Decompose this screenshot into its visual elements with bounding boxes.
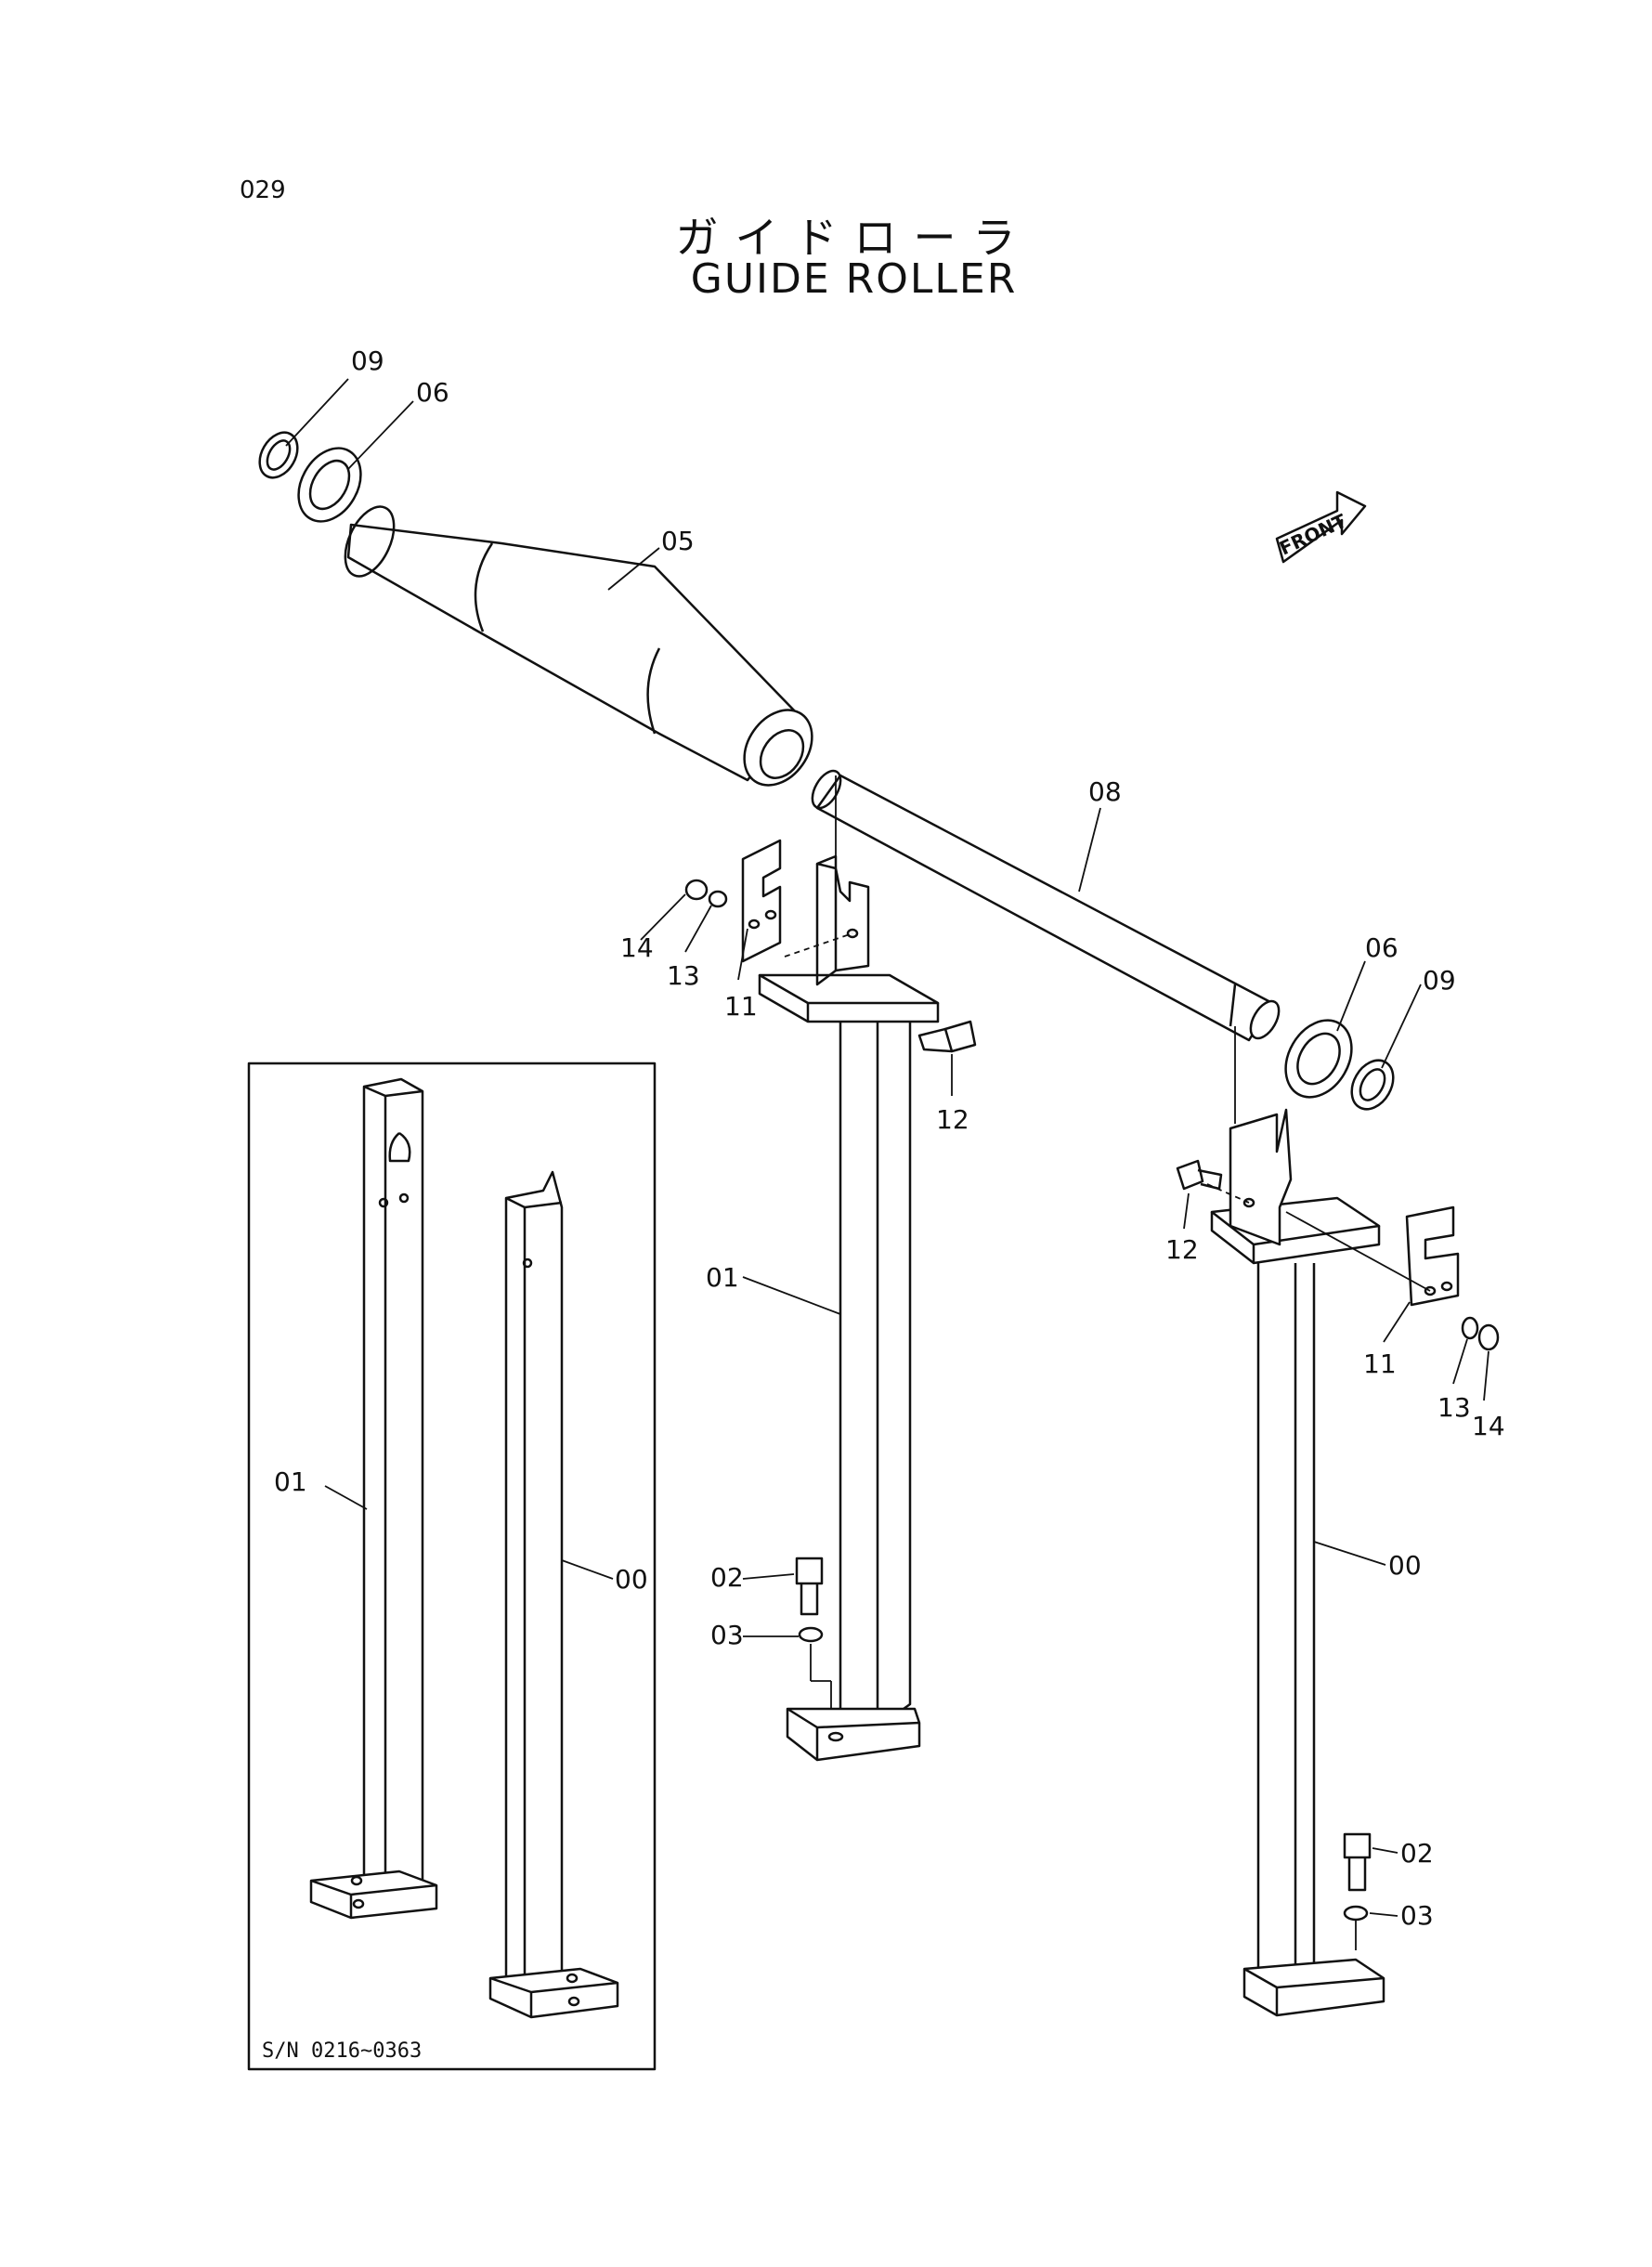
shaft-08 [811,769,1281,1042]
page-number: 029 [240,176,286,204]
label-12-center: 12 [936,1104,969,1135]
label-08: 08 [1088,776,1122,807]
label-01-inset: 01 [274,1466,307,1497]
label-13-center: 13 [667,960,700,991]
bolt-02-right [1343,1832,1372,1892]
bracket-right [1229,1108,1293,1246]
label-00-right: 00 [1388,1550,1422,1581]
label-05: 05 [661,526,695,556]
bracket-center [815,854,870,986]
washer-03-right [1343,1905,1369,1922]
seal-09-left [258,431,299,479]
label-11-right: 11 [1363,1348,1397,1379]
nut-14-center [684,879,709,901]
inset-box [247,1062,657,2071]
stand-00-right [1210,1196,1385,2017]
title-japanese: ガイドローラ [675,213,1033,263]
label-02-right: 02 [1400,1838,1434,1869]
label-03-right: 03 [1400,1900,1434,1931]
label-09-right: 09 [1423,965,1456,996]
inset-serial-range: S/N 0216~0363 [262,2039,422,2063]
front-label: FRONT [1276,509,1350,559]
label-02-center: 02 [710,1562,744,1593]
bolt-12-right [1176,1159,1223,1191]
title-english: GUIDE ROLLER [690,255,1018,303]
front-arrow-icon [1275,490,1367,564]
plate-11-right [1405,1205,1460,1307]
bearing-06-left [297,447,362,523]
roller-tube-05 [344,505,813,787]
label-12-right: 12 [1165,1234,1199,1265]
nut-14-right [1477,1323,1500,1351]
washer-13-center [708,890,728,908]
leader-lines [285,378,1489,1950]
label-11-center: 11 [724,991,758,1022]
label-06-left: 06 [416,377,449,408]
stand-01-center [758,973,940,1762]
label-13-right: 13 [1437,1392,1471,1423]
bearing-06-right [1284,1019,1353,1099]
washer-03-center [798,1626,824,1643]
label-06-right: 06 [1365,932,1398,963]
bolt-12-center [917,1020,977,1053]
label-14-right: 14 [1472,1411,1505,1441]
plate-11-center [741,839,782,963]
label-03-center: 03 [710,1620,744,1650]
label-00-inset: 00 [615,1564,648,1595]
seal-09-right [1350,1059,1395,1111]
washer-13-right [1461,1316,1479,1340]
label-14-center: 14 [620,932,654,963]
bolt-02-center [795,1557,824,1616]
label-09-left: 09 [351,345,384,376]
label-01-center: 01 [706,1262,739,1293]
